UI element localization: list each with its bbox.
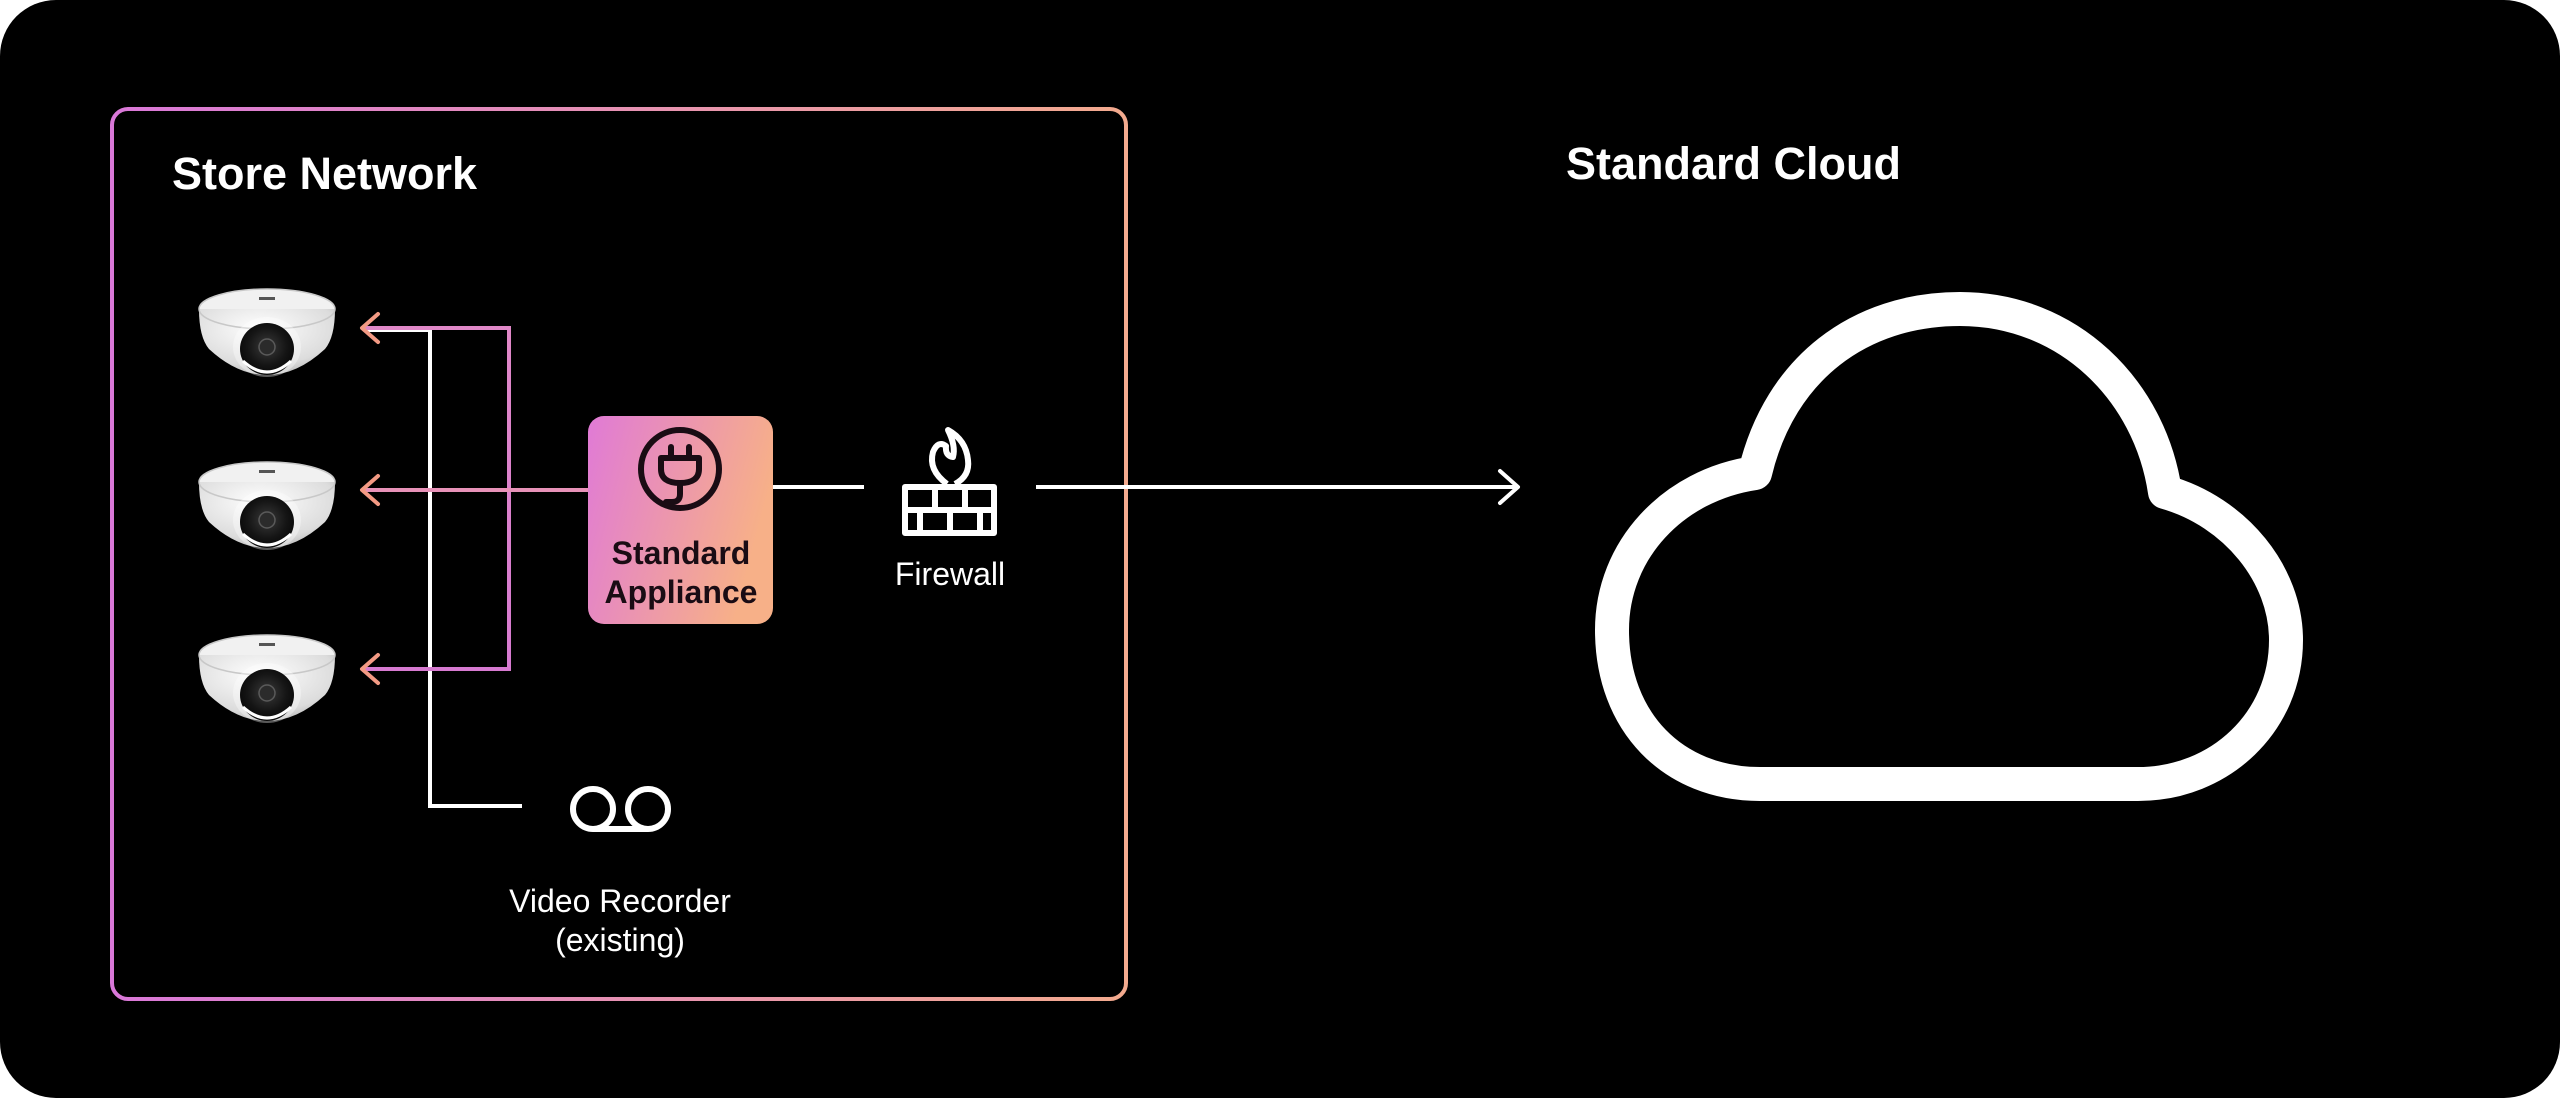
arrowhead-camera-3-icon: [360, 653, 380, 685]
standard-cloud-title: Standard Cloud: [1566, 138, 1901, 189]
recorder-label-line1: Video Recorder: [509, 883, 731, 919]
recorder-label-line2: (existing): [555, 922, 685, 958]
cloud-icon: [1595, 292, 2303, 801]
appliance-label-line2: Appliance: [604, 574, 758, 610]
firewall-label: Firewall: [894, 556, 1006, 592]
appliance-bus-line: [364, 326, 511, 671]
arrowhead-camera-1-icon: [360, 312, 380, 344]
video-recorder-label: Video Recorder (existing): [480, 882, 760, 960]
cloud-arrowhead-icon: [1498, 469, 1520, 505]
store-network-title: Store Network: [172, 148, 478, 199]
store-network-boundary: [110, 107, 1128, 1001]
voicemail-recorder-icon: [570, 786, 671, 832]
camera-3-icon: [197, 633, 337, 725]
appliance-label-line1: Standard: [611, 535, 751, 571]
plug-icon: [638, 427, 722, 511]
camera-2-icon: [197, 460, 337, 552]
standard-appliance-label: Standard Appliance: [586, 534, 776, 612]
camera-1-icon: [197, 287, 337, 379]
standard-appliance-box: [588, 416, 773, 624]
firewall-icon: [902, 427, 997, 536]
arrowhead-camera-2-icon: [360, 474, 380, 506]
